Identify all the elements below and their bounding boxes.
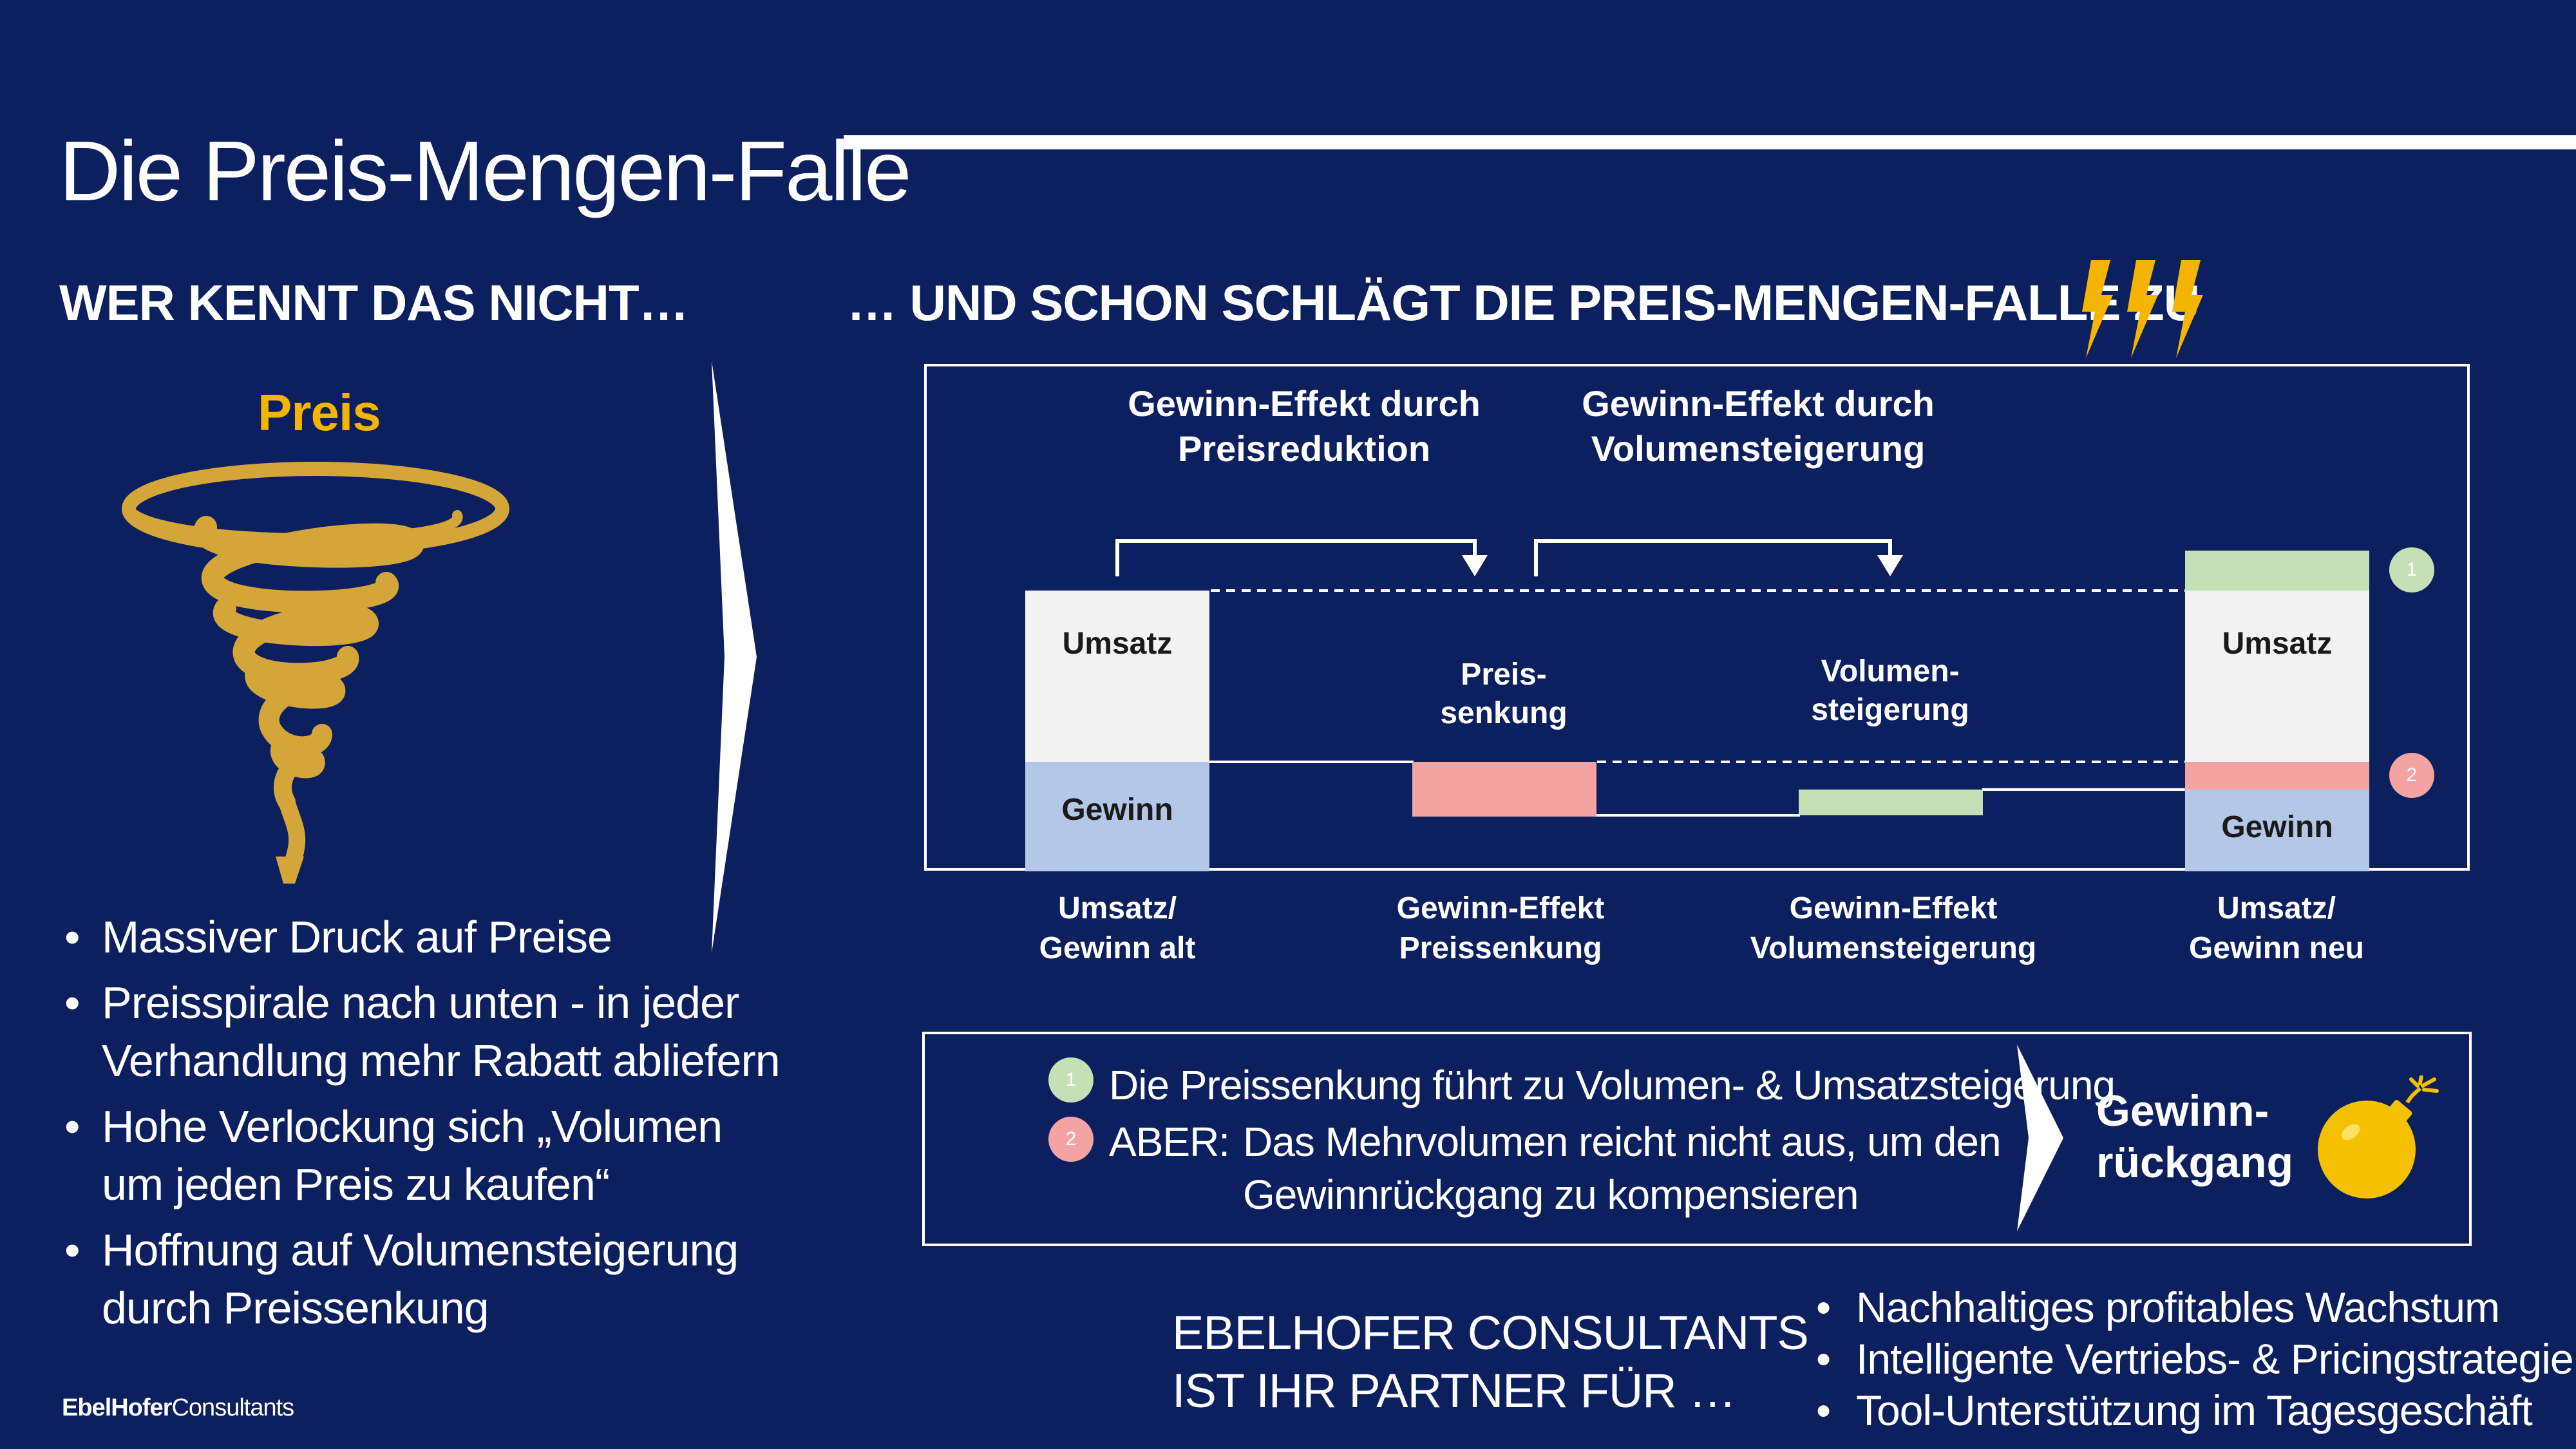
- x-label: Gewinn-Effekt Preissenkung: [1396, 891, 1605, 965]
- bar-label-volume: Volumen- steigerung: [1811, 654, 1969, 727]
- spiral-icon: [122, 462, 509, 884]
- waterfall-chart-frame: [924, 364, 2470, 871]
- bar-price-effect: [1412, 762, 1596, 817]
- bar-label-price: Preis- senkung: [1440, 658, 1567, 730]
- bar-gewinn-old: [1025, 762, 1209, 871]
- bar-label-gewinn-new: Gewinn: [2221, 810, 2333, 844]
- effect-volume-title: Gewinn-Effekt durch Volumensteigerung: [1582, 383, 1935, 469]
- left-heading: WER KENNT DAS NICHT…: [59, 274, 689, 331]
- page-title: Die Preis-Mengen-Falle: [59, 124, 912, 218]
- message-aber: ABER:: [1109, 1119, 1230, 1165]
- bomb-icon: [2318, 1075, 2439, 1198]
- message-line-2: Das Mehrvolumen reicht nicht aus, um den: [1243, 1119, 2002, 1165]
- services-list: Nachhaltiges profitables Wachstum Intell…: [1816, 1282, 2576, 1436]
- bracket-arrow-volume: [1877, 555, 1903, 576]
- service-item: Intelligente Vertriebs- & Pricingstrateg…: [1816, 1333, 2576, 1385]
- bar-volume-effect: [1799, 790, 1983, 815]
- bar-label-umsatz-new: Umsatz: [2222, 627, 2333, 661]
- service-item: Nachhaltiges profitables Wachstum: [1816, 1282, 2576, 1333]
- marker-2-message: 2: [1048, 1117, 1094, 1162]
- title-rule: [844, 135, 2576, 149]
- effect-brackets: [1115, 539, 1892, 576]
- bar-gewinn-new: [2185, 790, 2369, 871]
- service-item: Tool-Unterstützung im Tagesgeschäft: [1816, 1385, 2576, 1436]
- conclusion-box: [922, 1032, 2472, 1246]
- x-label: Umsatz/ Gewinn alt: [1039, 891, 1196, 965]
- left-bullet-list: Massiver Druck auf Preise Preisspirale n…: [64, 908, 781, 1345]
- company-logo: EbelHoferConsultants: [62, 1394, 294, 1421]
- partner-statement: EBELHOFER CONSULTANTS IST IHR PARTNER FÜ…: [1172, 1306, 1809, 1417]
- lightning-icon: [2082, 260, 2203, 358]
- bracket-arrow-price: [1462, 555, 1488, 576]
- bar-umsatz-increase: [2185, 551, 2369, 591]
- bar-label-gewinn-old: Gewinn: [1061, 793, 1173, 827]
- effect-price-title: Gewinn-Effekt durch Preisreduktion: [1128, 383, 1481, 469]
- result-label: Gewinn- rückgang: [2096, 1086, 2294, 1187]
- bar-umsatz-new: [2185, 591, 2369, 762]
- bar-gewinn-decrease: [2185, 762, 2369, 790]
- bar-label-umsatz-old: Umsatz: [1062, 627, 1173, 661]
- marker-2-chart: 2: [2389, 753, 2434, 798]
- marker-1-chart: 1: [2389, 547, 2434, 592]
- bullet-item: Massiver Druck auf Preise: [64, 908, 741, 966]
- message-line-1: Die Preissenkung führt zu Volumen- & Ums…: [1109, 1062, 2116, 1108]
- bar-umsatz-old: [1025, 591, 1209, 762]
- x-label: Gewinn-Effekt Volumensteigerung: [1750, 891, 2037, 965]
- x-label: Umsatz/ Gewinn neu: [2188, 891, 2364, 965]
- message-line-3: Gewinnrückgang zu kompensieren: [1243, 1171, 1859, 1218]
- marker-1-message: 1: [1048, 1057, 1094, 1103]
- right-heading: … UND SCHON SCHLÄGT DIE PREIS-MENGEN-FAL…: [847, 274, 2200, 331]
- spiral-label: Preis: [258, 384, 381, 441]
- result-chevron-icon: [2017, 1045, 2063, 1231]
- bullet-item: Preisspirale nach unten - in jederVerhan…: [64, 974, 781, 1090]
- divider-chevron-icon: [712, 361, 757, 953]
